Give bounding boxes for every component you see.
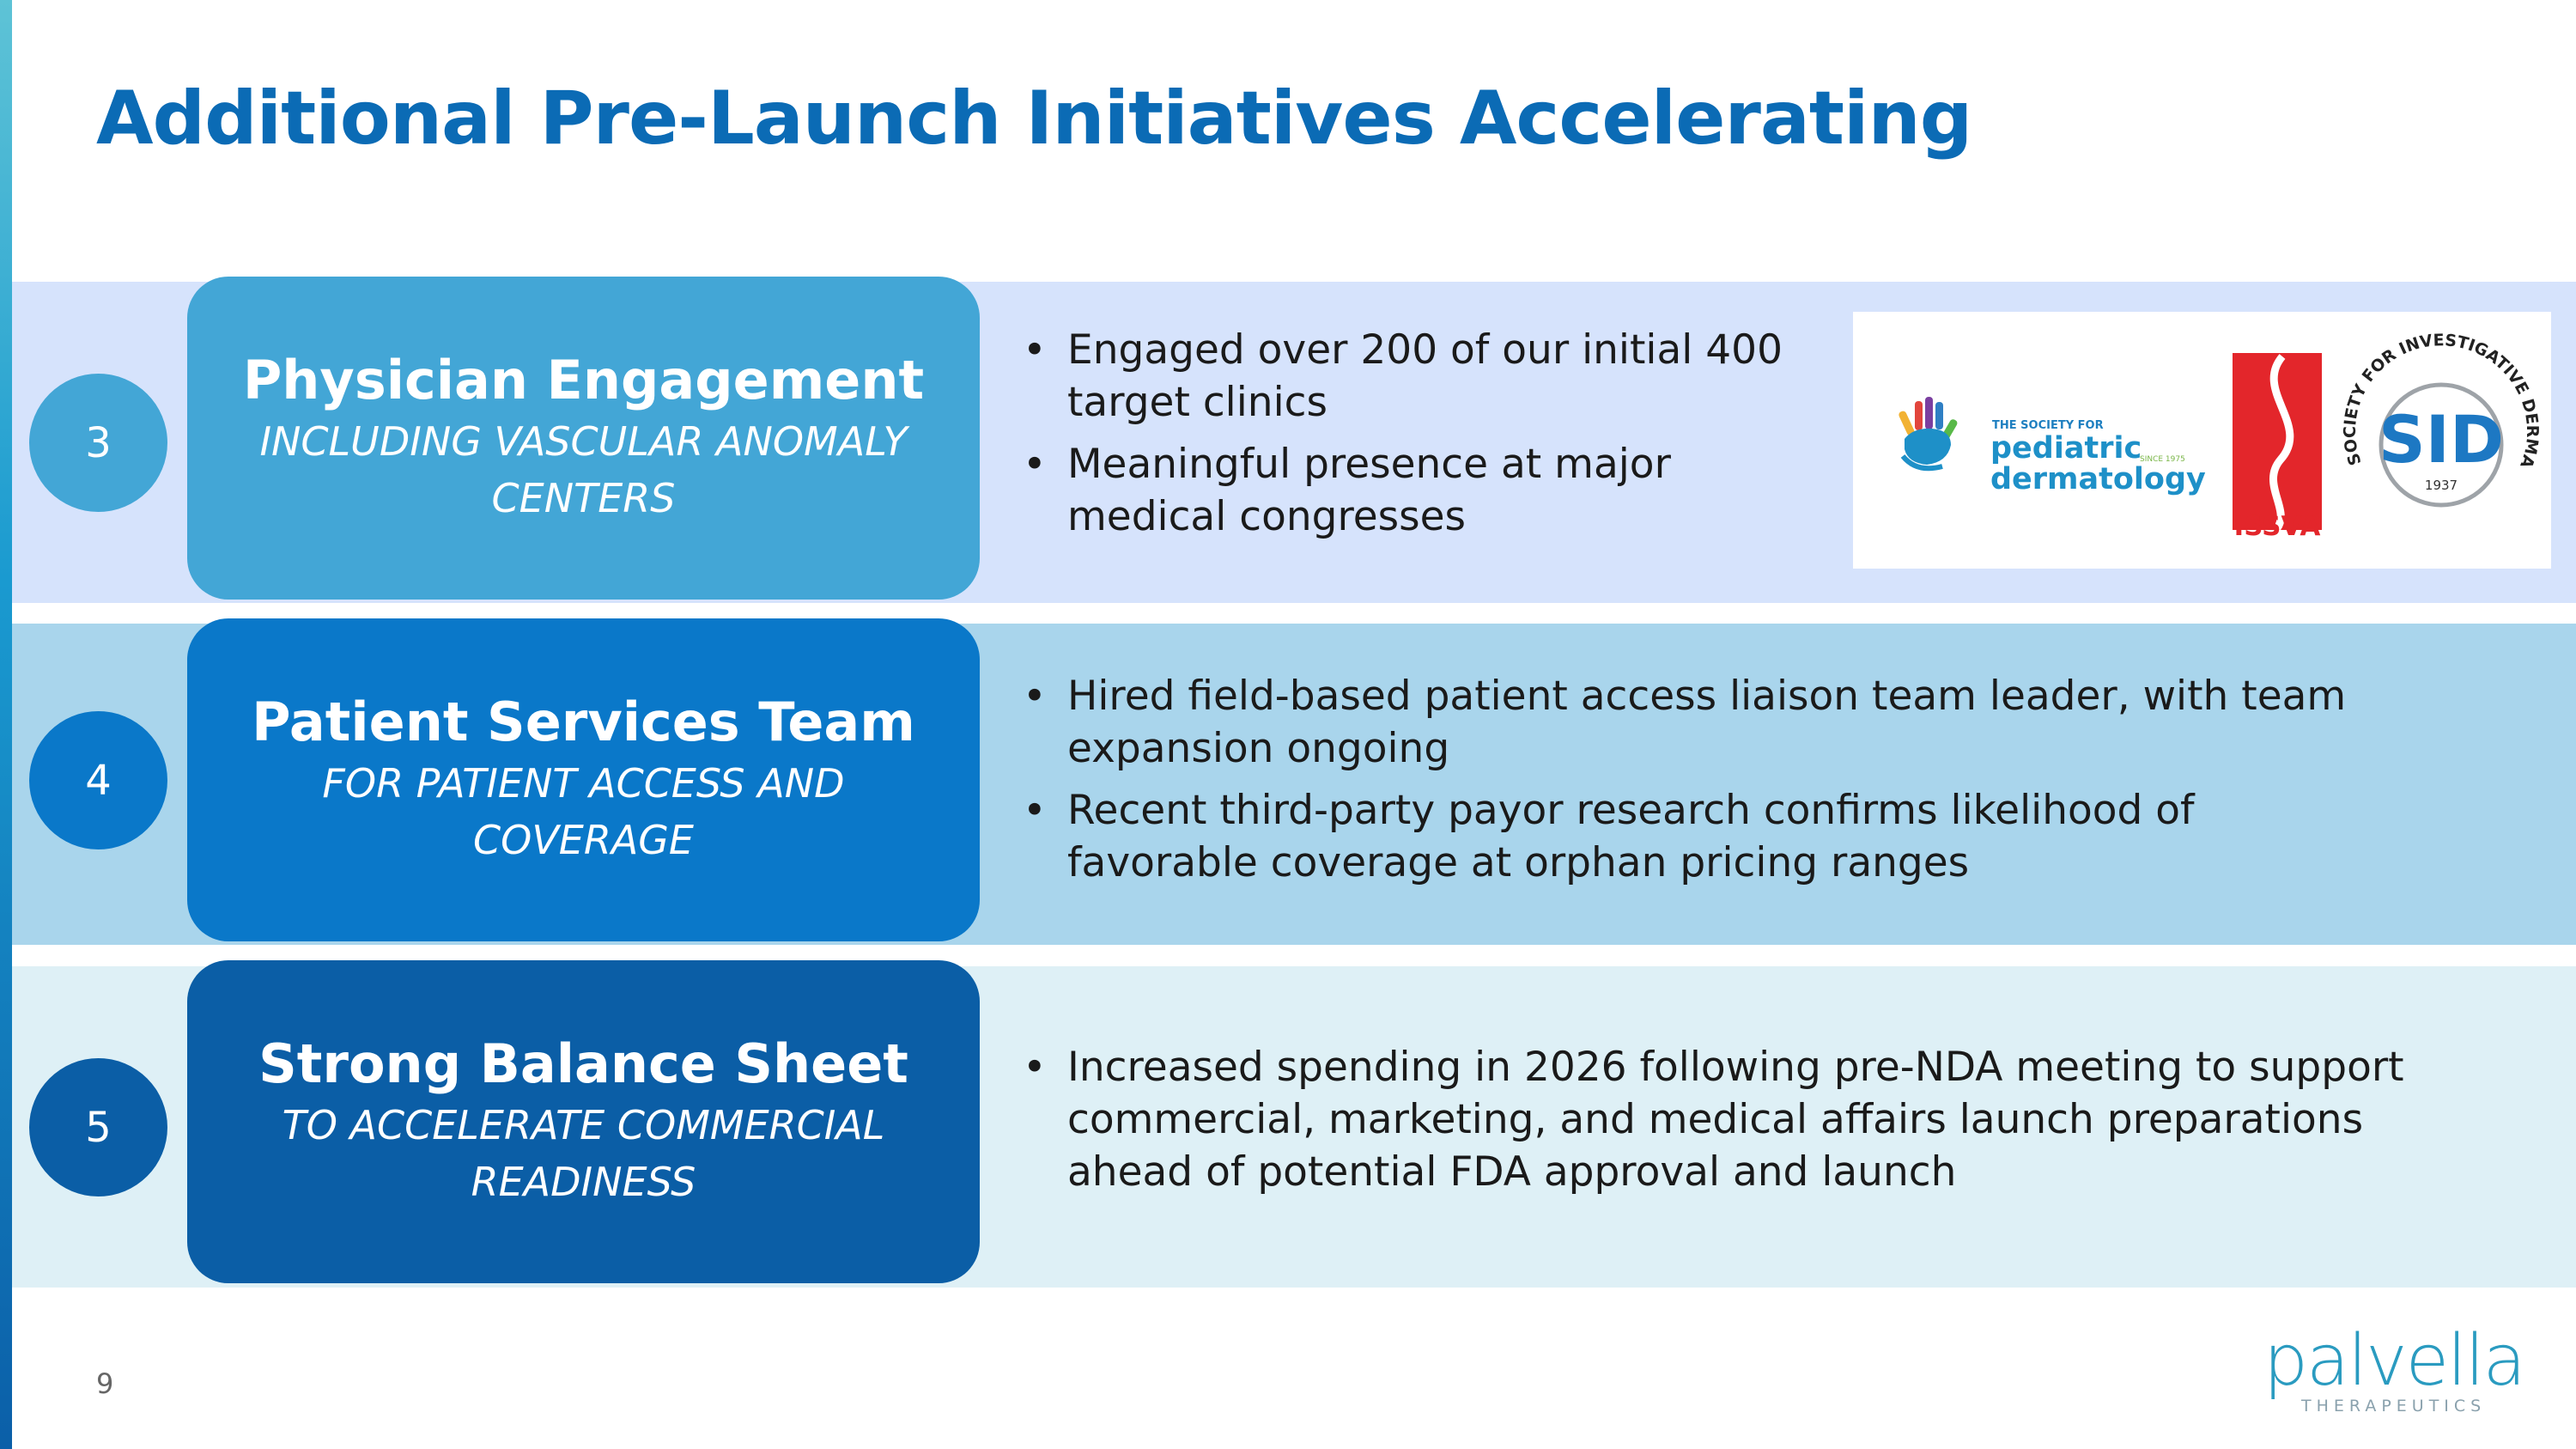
svg-text:SINCE 1975: SINCE 1975 — [2140, 455, 2185, 464]
bullet-item: Meaningful presence at major medical con… — [1016, 438, 1814, 543]
svg-text:THERAPEUTICS: THERAPEUTICS — [2300, 1397, 2486, 1416]
bullet-item: Recent third-party payor research confir… — [1016, 784, 2390, 889]
card-heading: Physician Engagement — [242, 349, 925, 412]
step-number-3: 3 — [29, 374, 167, 512]
card-subheading: INCLUDING VASCULAR ANOMALY CENTERS — [259, 417, 908, 522]
bullet-item: Hired field-based patient access liaison… — [1016, 670, 2390, 775]
bullet-item: Engaged over 200 of our initial 400 targ… — [1016, 324, 1814, 429]
issva-logo: ISSVA — [2233, 353, 2322, 542]
physician-engagement-card: Physician Engagement INCLUDING VASCULAR … — [187, 277, 980, 600]
svg-text:1937: 1937 — [2425, 478, 2458, 493]
left-accent-bar — [0, 0, 12, 1449]
page-number: 9 — [96, 1367, 114, 1400]
palvella-logo: palvella THERAPEUTICS — [2263, 1323, 2526, 1416]
patient-services-bullets: Hired field-based patient access liaison… — [1016, 670, 2390, 898]
step-number-4: 4 — [29, 711, 167, 849]
card-heading: Strong Balance Sheet — [258, 1032, 908, 1096]
card-heading: Patient Services Team — [252, 691, 915, 754]
svg-text:THE SOCIETY FOR: THE SOCIETY FOR — [1992, 419, 2104, 432]
svg-text:palvella: palvella — [2263, 1323, 2524, 1402]
balance-sheet-card: Strong Balance Sheet TO ACCELERATE COMME… — [187, 960, 980, 1283]
svg-text:ISSVA: ISSVA — [2234, 511, 2321, 542]
balance-sheet-bullets: Increased spending in 2026 following pre… — [1016, 1041, 2407, 1208]
card-subheading: TO ACCELERATE COMMERCIAL READINESS — [282, 1101, 885, 1206]
page-title: Additional Pre-Launch Initiatives Accele… — [96, 76, 1972, 161]
svg-text:pediatric: pediatric — [1990, 431, 2142, 466]
card-subheading: FOR PATIENT ACCESS AND COVERAGE — [322, 759, 845, 864]
svg-text:SID: SID — [2379, 401, 2504, 478]
svg-text:dermatology: dermatology — [1990, 462, 2206, 496]
patient-services-card: Patient Services Team FOR PATIENT ACCESS… — [187, 618, 980, 941]
bullet-item: Increased spending in 2026 following pre… — [1016, 1041, 2407, 1198]
step-number-5: 5 — [29, 1058, 167, 1196]
physician-bullets: Engaged over 200 of our initial 400 targ… — [1016, 324, 1814, 552]
partner-logos-panel: THE SOCIETY FOR pediatric dermatology SI… — [1846, 297, 2551, 569]
hand-icon — [1899, 397, 1958, 472]
pediatric-dermatology-logo: THE SOCIETY FOR pediatric dermatology SI… — [1899, 397, 2206, 496]
